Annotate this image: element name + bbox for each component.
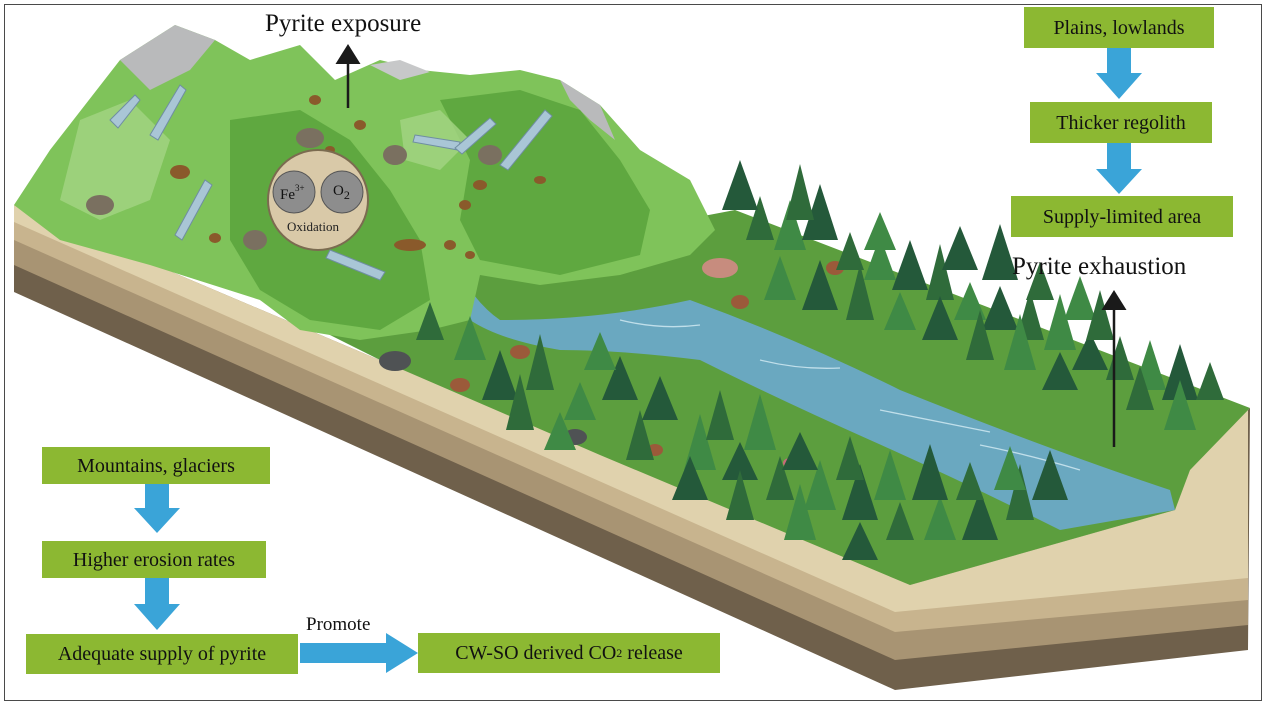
conifer-tree — [874, 450, 906, 500]
conifer-tree — [1042, 352, 1078, 390]
adequate-supply-box: Adequate supply of pyrite — [26, 634, 298, 674]
conifer-tree — [1064, 276, 1096, 320]
promote-arrow — [300, 633, 418, 673]
figure-frame — [4, 4, 1262, 701]
supply-limited-area-box: Supply-limited area — [1011, 196, 1233, 237]
conifer-tree — [526, 334, 554, 390]
conifer-tree — [482, 350, 518, 400]
conifer-tree — [804, 460, 836, 510]
conifer-tree — [1164, 380, 1196, 430]
fe-ion: Fe3+ — [280, 183, 305, 203]
conifer-tree — [684, 414, 716, 470]
blue-arrow-down-4 — [1096, 143, 1142, 194]
conifer-tree — [884, 292, 916, 330]
conifer-tree — [842, 522, 878, 560]
conifer-tree — [864, 212, 896, 250]
conifer-tree — [802, 184, 838, 240]
conifer-tree — [1032, 450, 1068, 500]
conifer-tree — [1072, 332, 1108, 370]
thicker-regolith-box: Thicker regolith — [1030, 102, 1212, 143]
conifer-tree — [626, 410, 654, 460]
conifer-tree — [416, 302, 444, 340]
blue-arrow-down-3 — [1096, 48, 1142, 99]
conifer-tree — [454, 316, 486, 360]
conifer-tree — [926, 244, 954, 300]
conifer-tree — [956, 462, 984, 500]
pyrite-exposure-label: Pyrite exposure — [265, 10, 422, 37]
conifer-tree — [766, 456, 794, 500]
blue-arrow-down-2 — [134, 578, 180, 630]
plains-lowlands-box: Plains, lowlands — [1024, 7, 1214, 48]
conifer-tree — [1004, 314, 1036, 370]
conifer-tree — [642, 376, 678, 420]
conifer-tree — [962, 490, 998, 540]
conifer-tree — [892, 240, 928, 290]
conifer-tree — [786, 164, 814, 220]
conifer-tree — [924, 496, 956, 540]
conifer-tree — [886, 502, 914, 540]
conifer-tree — [982, 286, 1018, 330]
conifer-tree — [1126, 366, 1154, 410]
pyrite-exhaustion-label: Pyrite exhaustion — [1012, 253, 1187, 280]
conifer-tree — [954, 282, 986, 320]
conifer-tree — [842, 464, 878, 520]
conifer-tree — [672, 456, 708, 500]
conifer-tree — [726, 470, 754, 520]
conifer-tree — [602, 356, 638, 400]
promote-label: Promote — [306, 614, 371, 635]
rocks — [379, 258, 844, 468]
conifer-tree — [706, 390, 734, 440]
river — [420, 240, 1175, 530]
conifer-tree — [912, 444, 948, 500]
higher-erosion-rates-box: Higher erosion rates — [42, 541, 266, 578]
oxidation-label: Oxidation — [287, 219, 339, 234]
conifer-tree — [942, 226, 978, 270]
conifer-tree — [966, 310, 994, 360]
conifer-tree — [584, 332, 616, 370]
conifer-tree — [1044, 294, 1076, 350]
conifer-tree — [1026, 262, 1054, 300]
conifer-tree — [864, 236, 896, 280]
conifer-tree — [744, 394, 776, 450]
soil-block — [14, 205, 1250, 690]
conifer-tree — [564, 382, 596, 420]
conifer-tree — [846, 264, 874, 320]
o2-molecule: O2 — [333, 183, 350, 202]
conifer-tree — [782, 432, 818, 470]
conifer-tree — [1006, 464, 1034, 520]
conifer-tree — [994, 446, 1026, 490]
flow-arrows — [134, 48, 1142, 673]
conifer-tree — [802, 260, 838, 310]
mountains-glaciers-box: Mountains, glaciers — [42, 447, 270, 484]
conifer-tree — [982, 224, 1018, 280]
conifer-tree — [784, 484, 816, 540]
conifer-tree — [774, 200, 806, 250]
conifer-tree — [922, 296, 958, 340]
conifer-tree — [764, 256, 796, 300]
conifer-forest — [416, 160, 1224, 560]
conifer-tree — [722, 442, 758, 480]
blue-arrow-down-1 — [134, 484, 180, 533]
conifer-tree — [506, 374, 534, 430]
conifer-tree — [836, 232, 864, 270]
conifer-tree — [746, 196, 774, 240]
conifer-tree — [1162, 344, 1198, 400]
conifer-tree — [836, 436, 864, 480]
conifer-tree — [1196, 362, 1224, 400]
conifer-tree — [722, 160, 758, 210]
conifer-tree — [1086, 290, 1114, 340]
oxidation-diagram — [267, 149, 369, 251]
conifer-tree — [544, 412, 576, 450]
